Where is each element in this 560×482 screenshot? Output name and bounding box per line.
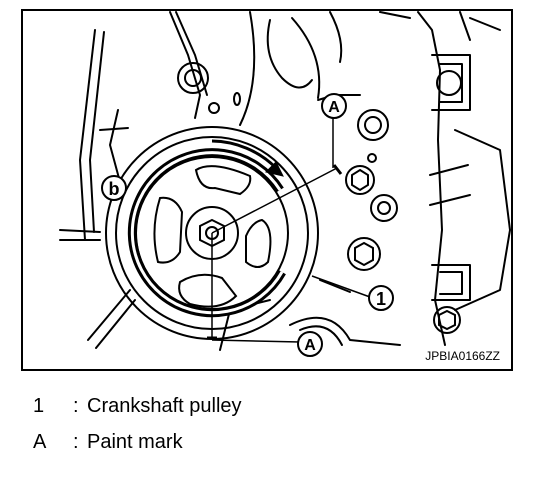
rotation-arrow [211, 139, 278, 170]
legend-key: A [33, 431, 47, 453]
legend-key: 1 [33, 395, 45, 417]
legend-label: Paint mark [87, 431, 183, 453]
callout-a-top: A [321, 93, 347, 119]
bolt-upper-left [177, 62, 209, 94]
bolt-lower-right [347, 237, 381, 271]
bolt-far-right-bottom [433, 306, 461, 334]
legend-item-crankshaft-pulley: 1: Crankshaft pulley [33, 395, 242, 418]
pulley-spoke-top [194, 165, 252, 196]
legend-separator: : [73, 395, 79, 417]
paint-mark-ticks [207, 164, 343, 340]
callout-a-bottom-label: A [304, 337, 316, 354]
callout-b-label: b [109, 179, 120, 199]
legend-item-paint-mark: A: Paint mark [33, 431, 183, 454]
callout-1-leader [311, 275, 371, 298]
bolt-far-right-top [436, 70, 462, 96]
bolt-mid-right-upper [345, 165, 375, 195]
pulley-spoke-right [245, 218, 272, 268]
engine-casting-outline [59, 11, 511, 351]
callout-1-label: 1 [376, 289, 386, 309]
callout-b: b [101, 175, 127, 201]
callout-a-top-label: A [328, 99, 340, 116]
small-hole-marks [208, 92, 377, 163]
paint-mark-leaders [211, 118, 338, 343]
image-code: JPBIA0166ZZ [425, 349, 500, 363]
rotation-arrowhead [265, 161, 284, 177]
callout-a-bottom: A [297, 331, 323, 357]
callout-1: 1 [368, 285, 394, 311]
pulley-spoke-bottom [178, 273, 238, 308]
pulley-spoke-left [153, 196, 184, 264]
bolt-mid-right-lower [370, 194, 398, 222]
legend-label: Crankshaft pulley [87, 395, 242, 417]
legend-separator: : [73, 431, 79, 453]
bolt-upper-right [357, 109, 389, 141]
